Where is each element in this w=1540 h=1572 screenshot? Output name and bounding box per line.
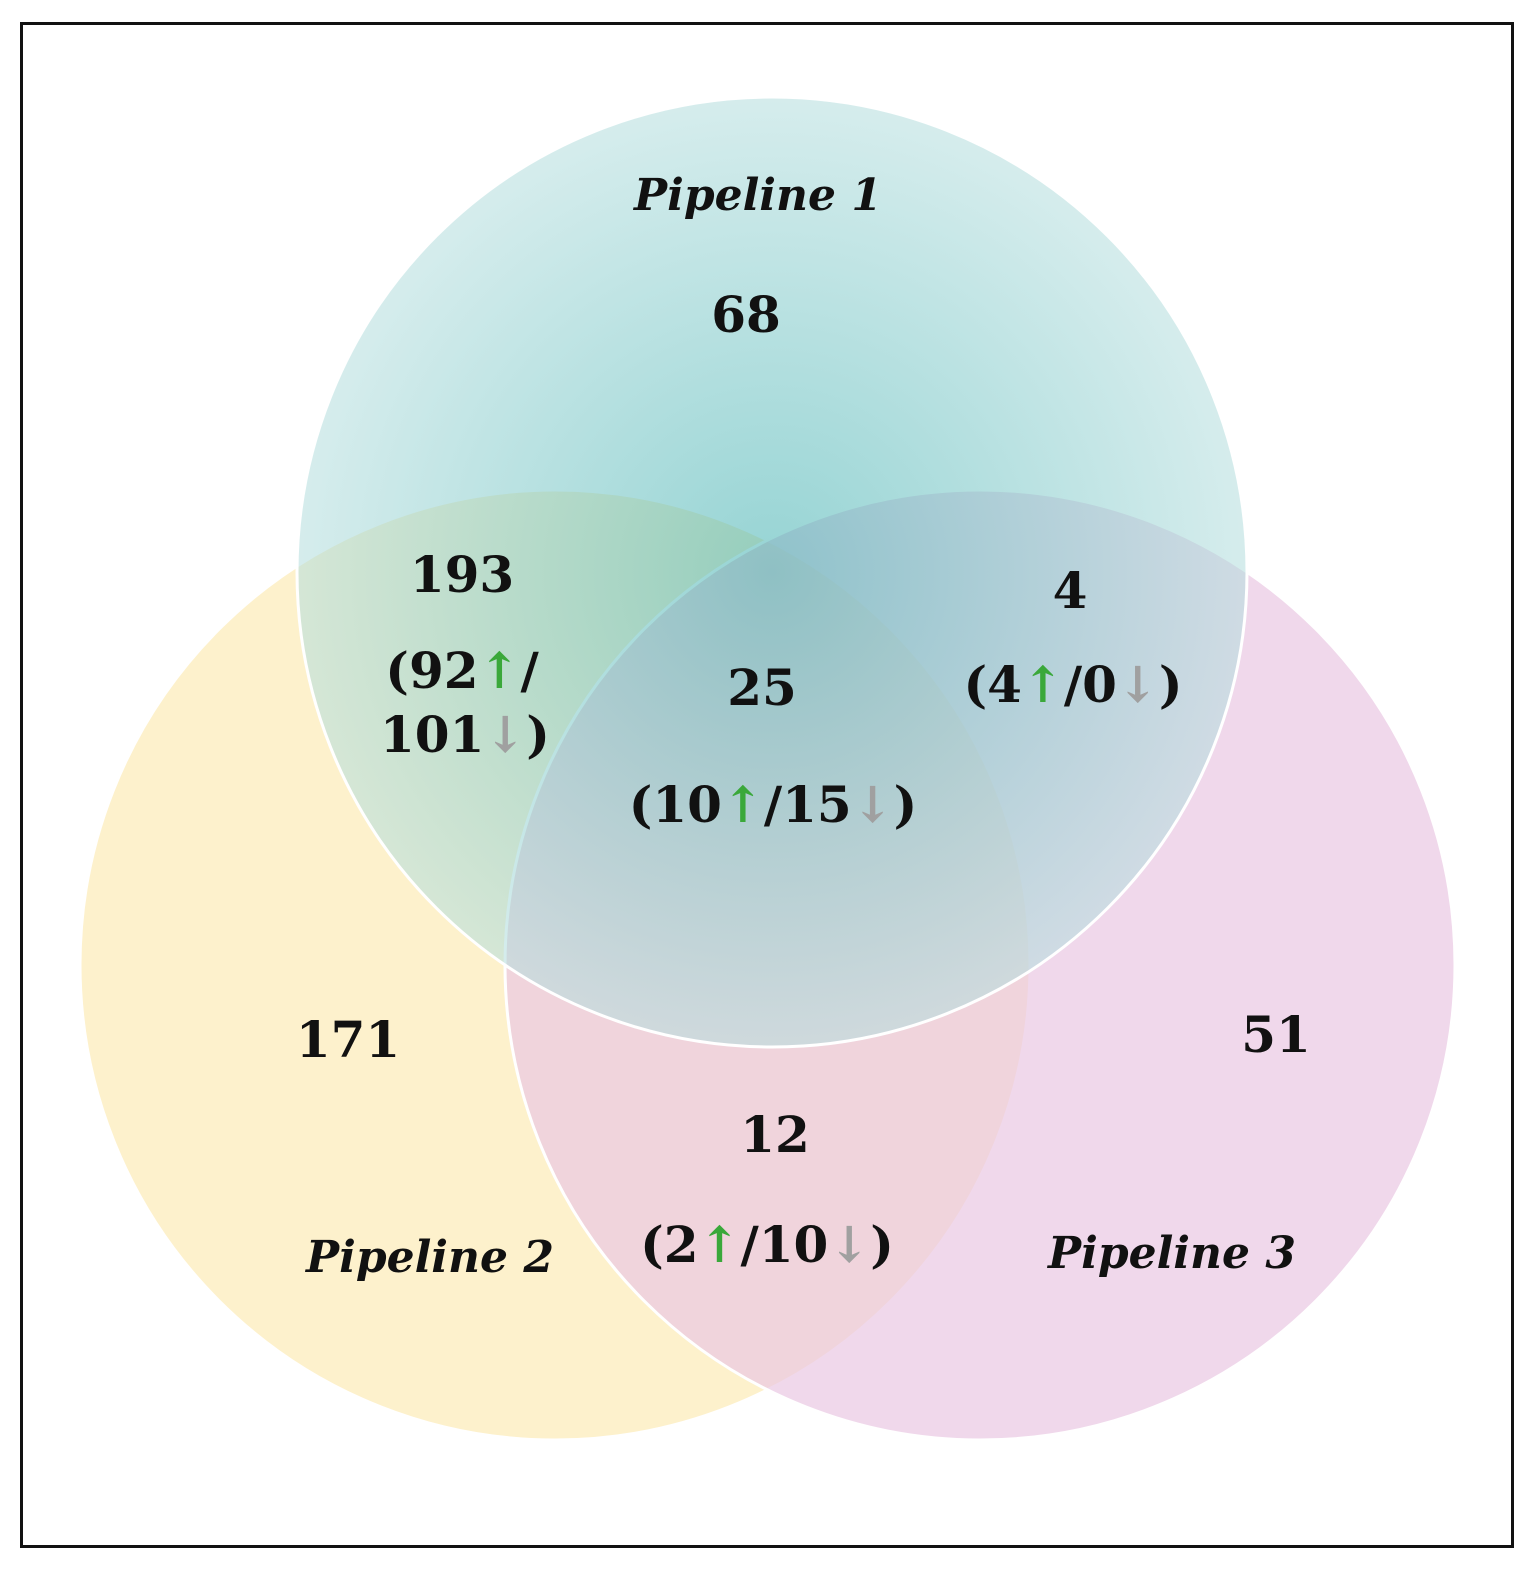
up-arrow-icon: ↑ — [722, 775, 764, 834]
region-only-2-count: 171 — [296, 1010, 400, 1069]
pipeline-1-label: Pipeline 1 — [632, 170, 882, 221]
region-all-breakdown: (10↑/15↓) — [629, 775, 918, 834]
region-p1-p2-up-line: (92↑/ — [385, 641, 539, 700]
close-paren: ) — [1159, 655, 1183, 714]
down-arrow-icon: ↓ — [828, 1215, 870, 1274]
pipeline-3-label: Pipeline 3 — [1046, 1228, 1296, 1279]
region-p1-p2-count: 193 — [410, 545, 514, 604]
separator: / — [1064, 655, 1083, 714]
up-arrow-icon: ↑ — [1022, 655, 1064, 714]
close-paren: ) — [870, 1215, 894, 1274]
up-count: 92 — [409, 641, 479, 700]
up-count: 10 — [652, 775, 722, 834]
down-arrow-icon: ↓ — [484, 705, 526, 764]
down-count: 101 — [380, 705, 484, 764]
pipeline-1-circle — [295, 95, 1249, 1049]
down-count: 10 — [759, 1215, 829, 1274]
down-arrow-icon: ↓ — [852, 775, 894, 834]
open-paren: ( — [963, 655, 987, 714]
down-count: 15 — [782, 775, 852, 834]
close-paren: ) — [526, 705, 550, 764]
up-arrow-icon: ↑ — [699, 1215, 741, 1274]
region-p1-p2-down-line: 101↓) — [380, 705, 550, 764]
open-paren: ( — [385, 641, 409, 700]
close-paren: ) — [894, 775, 918, 834]
separator: / — [764, 775, 783, 834]
region-p1-p3-count: 4 — [1053, 561, 1088, 620]
up-arrow-icon: ↑ — [479, 641, 521, 700]
separator: / — [740, 1215, 759, 1274]
down-count: 0 — [1082, 655, 1117, 714]
separator: / — [520, 641, 539, 700]
region-only-1-count: 68 — [711, 285, 781, 344]
region-all-count: 25 — [727, 658, 797, 717]
region-p2-p3-breakdown: (2↑/10↓) — [640, 1215, 894, 1274]
pipeline-2-label: Pipeline 2 — [304, 1232, 554, 1283]
up-count: 4 — [987, 655, 1022, 714]
up-count: 2 — [664, 1215, 699, 1274]
open-paren: ( — [629, 775, 653, 834]
down-arrow-icon: ↓ — [1117, 655, 1159, 714]
region-only-3-count: 51 — [1241, 1005, 1311, 1064]
open-paren: ( — [640, 1215, 664, 1274]
region-p1-p3-breakdown: (4↑/0↓) — [963, 655, 1182, 714]
region-p2-p3-count: 12 — [740, 1105, 810, 1164]
